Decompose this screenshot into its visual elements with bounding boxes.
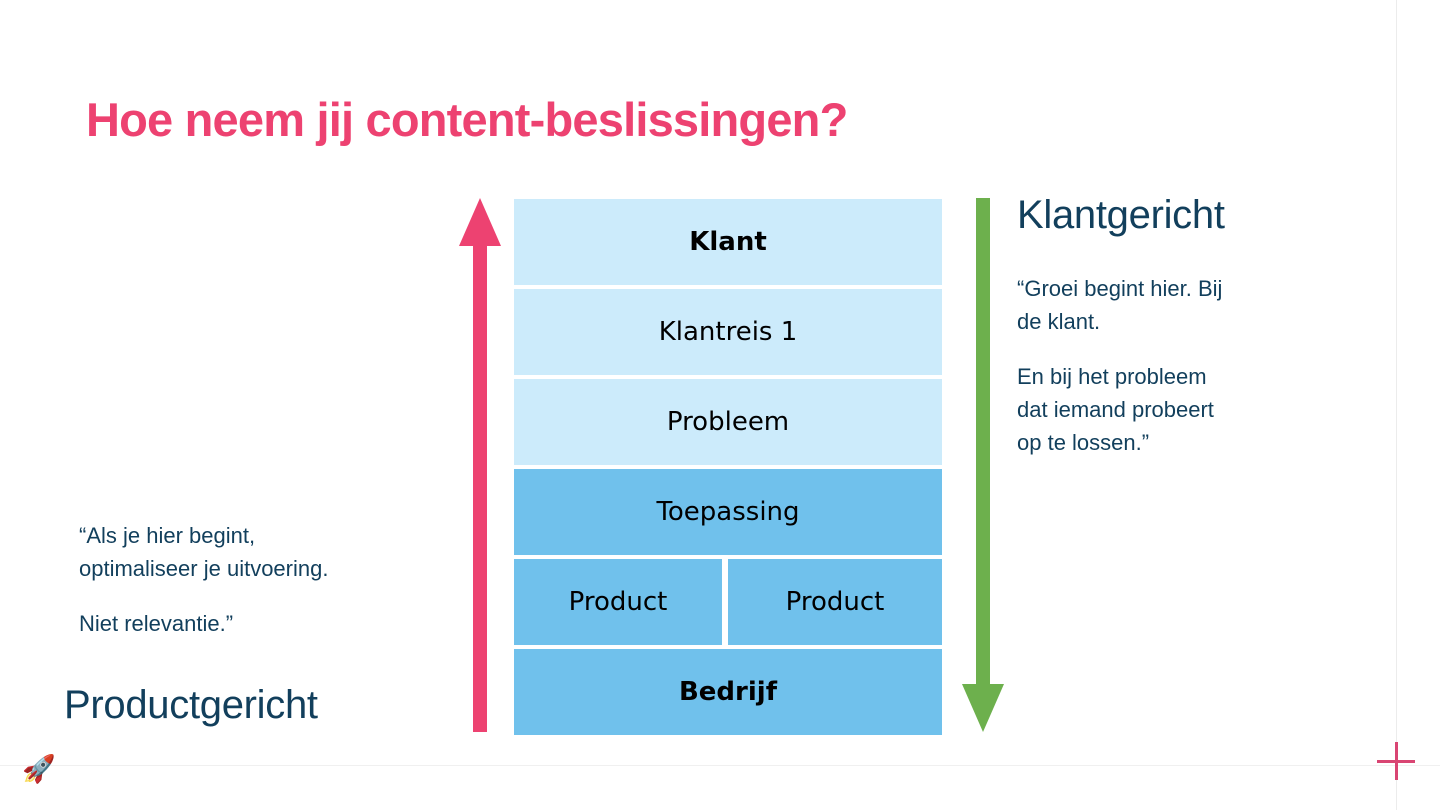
pyramid-level-toepassing[interactable]: Toepassing [514, 469, 942, 555]
left-quote-line-1: “Als je hier begint, [79, 523, 256, 548]
slide-title: Hoe neem jij content-beslissingen? [86, 93, 848, 146]
left-quote-line-2: optimaliseer je uitvoering. [79, 556, 329, 581]
vertical-guide-line [1396, 0, 1397, 810]
plus-marker-vertical [1395, 742, 1398, 780]
pyramid-level-probleem[interactable]: Probleem [514, 379, 942, 465]
pyramid-level-klant[interactable]: Klant [514, 199, 942, 285]
pyramid-level-label: Klantreis 1 [658, 317, 798, 347]
pyramid-level-label: Product [568, 587, 668, 617]
plus-marker-icon [1377, 742, 1415, 780]
horizontal-guide-line [0, 765, 1440, 766]
right-quote-paragraph-2: En bij het probleem dat iemand probeert … [1017, 360, 1307, 459]
right-panel-heading: Klantgericht [1017, 193, 1225, 237]
right-quote-line-4: dat iemand probeert [1017, 397, 1214, 422]
pyramid-level-product-left[interactable]: Product [514, 559, 722, 645]
pyramid-level-label: Probleem [666, 407, 790, 437]
left-quote: “Als je hier begint, optimaliseer je uit… [79, 519, 439, 640]
pyramid-level-klantreis[interactable]: Klantreis 1 [514, 289, 942, 375]
pyramid-level-bedrijf[interactable]: Bedrijf [514, 649, 942, 735]
left-quote-paragraph-2: Niet relevantie.” [79, 607, 439, 640]
pyramid-level-label: Product [785, 587, 885, 617]
pyramid-level-product-right[interactable]: Product [728, 559, 942, 645]
right-quote-line-5: op te lossen.” [1017, 430, 1150, 455]
pyramid-level-product-row: Product Product [514, 559, 942, 645]
right-quote-line-1: “Groei begint hier. Bij [1017, 276, 1223, 301]
right-quote-paragraph-1: “Groei begint hier. Bij de klant. [1017, 272, 1307, 338]
rocket-icon: 🚀 [22, 754, 56, 784]
arrow-down-icon [962, 198, 1004, 737]
pyramid-level-label: Bedrijf [678, 677, 778, 707]
pyramid-level-label: Toepassing [656, 497, 800, 527]
pyramid-diagram: Klant Klantreis 1 Probleem Toepassing Pr… [514, 199, 942, 735]
left-quote-paragraph-1: “Als je hier begint, optimaliseer je uit… [79, 519, 439, 585]
right-quote-line-3: En bij het probleem [1017, 364, 1207, 389]
right-quote: “Groei begint hier. Bij de klant. En bij… [1017, 272, 1307, 459]
pyramid-level-label: Klant [689, 227, 767, 257]
arrow-up-icon [459, 198, 501, 737]
left-panel-heading: Productgericht [64, 683, 318, 727]
left-quote-line-3: Niet relevantie.” [79, 611, 234, 636]
right-quote-line-2: de klant. [1017, 309, 1101, 334]
